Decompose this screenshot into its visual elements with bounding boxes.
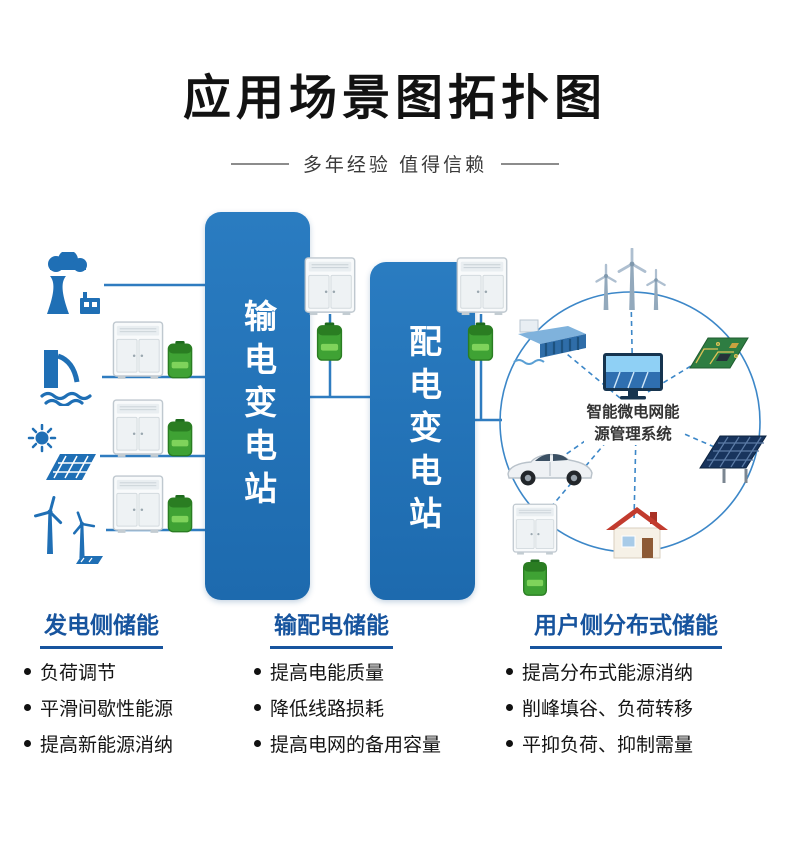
list-item-text: 负荷调节 [40,663,117,684]
list-item-text: 平抑负荷、抑制需量 [522,735,694,756]
thermal-power-icon [34,252,106,316]
list-item-text: 提高分布式能源消纳 [522,663,694,684]
bullet-dot [506,740,513,747]
bullet-dot [24,740,31,747]
section-generation-side: 发电侧储能 负荷调节 平滑间歇性能源 提高新能源消纳 [24,606,249,757]
solar-power-icon [26,424,100,488]
list-item: 提高电能质量 [254,658,504,685]
circuit-board-icon [684,330,754,378]
list-item: 负荷调节 [24,658,249,685]
section-title: 输配电储能 [270,606,393,649]
hydro-power-icon [34,346,104,406]
subtitle-text: 多年经验 值得信赖 [302,155,488,176]
bullet-dot [506,668,513,675]
battery-cabinet-icon [112,321,164,379]
bullet-dot [254,740,261,747]
storage-unit [512,502,558,597]
list-item: 提高新能源消纳 [24,730,249,757]
bullet-dot [24,668,31,675]
solar-panel-icon [694,426,770,488]
list-item-text: 降低线路损耗 [270,699,385,720]
list-item-text: 平滑间歇性能源 [40,699,174,720]
car-icon [502,438,598,492]
list-item-text: 提高电网的备用容量 [270,735,442,756]
section-list: 提高电能质量 降低线路损耗 提高电网的备用容量 [254,658,504,757]
battery-cabinet-icon [112,399,164,457]
bullet-dot [254,704,261,711]
green-battery-icon [167,494,193,533]
subtitle-left-line [230,162,289,165]
section-list: 提高分布式能源消纳 削峰填谷、负荷转移 平抑负荷、抑制需量 [506,658,786,757]
battery-cabinet-icon [455,256,509,316]
list-item: 平滑间歇性能源 [24,694,249,721]
transmission-substation-box: 输电变电站 [205,212,310,600]
wind-turbines-icon [592,248,670,314]
list-item-text: 削峰填谷、负荷转移 [522,699,694,720]
list-item: 削峰填谷、负荷转移 [506,694,786,721]
list-item: 提高电网的备用容量 [254,730,504,757]
section-user-side: 用户侧分布式储能 提高分布式能源消纳 削峰填谷、负荷转移 平抑负荷、抑制需量 [506,606,786,757]
hydro-station-icon [512,312,590,366]
subtitle-right-line [501,162,560,165]
bullet-dot [24,704,31,711]
section-title: 发电侧储能 [40,606,163,649]
list-item: 降低线路损耗 [254,694,504,721]
page-title: 应用场景图拓扑图 [182,72,607,125]
distribution-substation-label: 配电变电站 [404,323,442,539]
transmission-substation-label: 输电变电站 [239,298,277,514]
storage-unit [112,398,193,458]
microgrid-system-label: 智能微电网能源管理系统 [584,402,682,446]
section-list: 负荷调节 平滑间歇性能源 提高新能源消纳 [24,658,249,757]
distribution-substation-box: 配电变电站 [370,262,475,600]
green-battery-icon [167,340,193,379]
bullet-dot [506,704,513,711]
subtitle: 多年经验 值得信赖 [0,150,790,177]
green-battery-icon [167,418,193,457]
storage-unit [112,474,193,534]
list-item: 平抑负荷、抑制需量 [506,730,786,757]
battery-cabinet-icon [303,256,357,316]
list-item: 提高分布式能源消纳 [506,658,786,685]
green-battery-icon [467,322,494,362]
house-icon [598,500,674,564]
list-item-text: 提高新能源消纳 [40,735,174,756]
green-battery-icon [523,559,547,596]
section-transmission-distribution: 输配电储能 提高电能质量 降低线路损耗 提高电网的备用容量 [254,606,504,757]
green-battery-icon [316,322,343,362]
list-item-text: 提高电能质量 [270,663,385,684]
storage-unit [112,320,193,380]
bullet-dot [254,668,261,675]
battery-cabinet-icon [512,503,558,555]
battery-cabinet-icon [112,475,164,533]
section-title: 用户侧分布式储能 [530,606,722,649]
wind-power-icon [22,492,110,568]
monitor-icon [602,352,664,402]
